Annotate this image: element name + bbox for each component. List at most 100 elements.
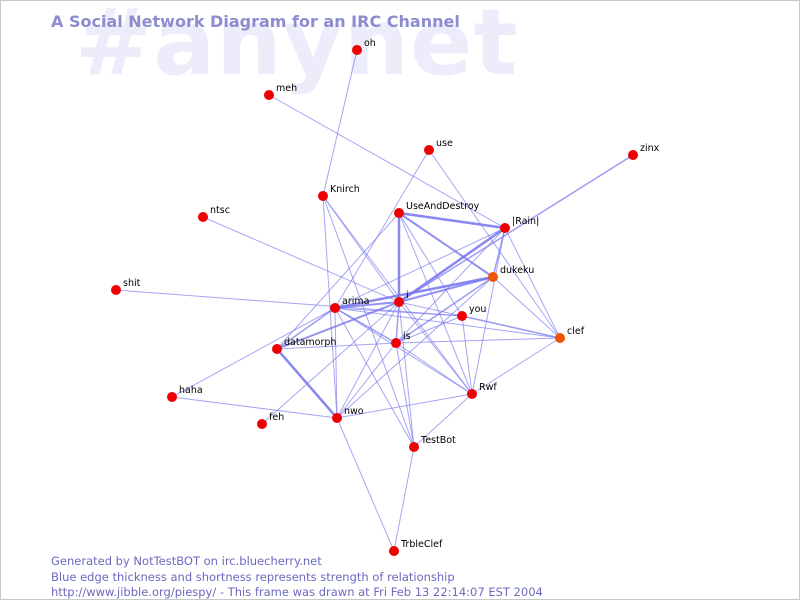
channel-watermark: #anynet [75, 0, 519, 96]
footer-legend-note: Blue edge thickness and shortness repres… [51, 570, 455, 584]
node-label-haha: haha [179, 385, 203, 396]
edge-dukeku-arima [334, 275, 494, 310]
node-label-rwf: Rwf [479, 382, 497, 393]
edge-dukeku-is [395, 276, 494, 344]
edge-testbot-rwf [413, 393, 473, 448]
node-rwf: Rwf [467, 382, 497, 399]
node-you: you [457, 304, 486, 321]
edge-rain-i [398, 226, 506, 304]
node-label-arima: arima [342, 296, 369, 307]
node-meh: meh [264, 83, 297, 100]
node-ntsc: ntsc [198, 205, 230, 222]
edge-rwf-clef [471, 337, 561, 395]
edge-shit-you [115, 289, 463, 317]
edge-you-clef [461, 315, 561, 339]
node-label-use: use [436, 138, 453, 149]
edge-is-clef [395, 337, 561, 344]
node-dot-knirch [318, 191, 328, 201]
node-rain: |Rain| [500, 216, 539, 233]
node-dot-feh [257, 419, 267, 429]
edge-useanddestroy-rwf [398, 212, 473, 395]
diagram-title: A Social Network Diagram for an IRC Chan… [51, 12, 460, 31]
node-dot-you [457, 311, 467, 321]
edge-i-testbot [398, 301, 415, 448]
node-label-useanddestroy: UseAndDestroy [406, 201, 480, 212]
node-dot-i [394, 297, 404, 307]
node-dot-dukeku [488, 272, 498, 282]
edge-i-is [395, 301, 400, 344]
edge-datamorph-nwo [276, 348, 338, 419]
edge-arima-i [334, 301, 400, 309]
node-dot-trbleclef [389, 546, 399, 556]
node-haha: haha [167, 385, 203, 402]
node-dot-zinx [628, 150, 638, 160]
node-dot-clef [555, 333, 565, 343]
node-label-you: you [469, 304, 486, 315]
node-zinx: zinx [628, 143, 660, 160]
node-trbleclef: TrbleClef [389, 539, 443, 556]
node-label-zinx: zinx [640, 143, 660, 154]
edge-i-feh [261, 301, 400, 425]
edge-arima-testbot [334, 307, 415, 448]
edge-i-rwf [398, 301, 473, 395]
footer-generated-by: Generated by NotTestBOT on irc.bluecherr… [51, 554, 322, 568]
edge-arima-rwf [334, 307, 473, 395]
node-knirch: Knirch [318, 184, 360, 201]
node-dot-useanddestroy [394, 208, 404, 218]
node-useanddestroy: UseAndDestroy [394, 201, 480, 218]
node-nwo: nwo [332, 406, 364, 423]
edge-rain-arima [334, 227, 506, 309]
edge-testbot-trbleclef [393, 446, 415, 552]
node-testbot: TestBot [409, 435, 456, 452]
node-label-shit: shit [123, 278, 141, 289]
edge-dukeku-clef [492, 276, 561, 339]
edge-use-arima [334, 149, 430, 309]
edge-useanddestroy-you [398, 212, 463, 317]
edge-dukeku-nwo [336, 276, 494, 419]
node-is: is [391, 331, 411, 348]
node-dot-rain [500, 223, 510, 233]
node-oh: oh [352, 38, 376, 55]
edge-rain-rwf [471, 227, 506, 395]
node-dot-testbot [409, 442, 419, 452]
node-label-dukeku: dukeku [500, 265, 534, 276]
edge-is-nwo [336, 342, 397, 419]
node-dot-rwf [467, 389, 477, 399]
edge-arima-haha [171, 307, 336, 398]
node-shit: shit [111, 278, 141, 295]
edge-use-clef [428, 149, 561, 339]
node-arima: arima [330, 296, 369, 313]
node-dot-ntsc [198, 212, 208, 222]
node-label-datamorph: datamorph [284, 337, 336, 348]
edge-useanddestroy-rain [398, 211, 506, 230]
node-datamorph: datamorph [272, 337, 336, 354]
node-i: i [394, 290, 409, 307]
edge-i-you [398, 301, 463, 317]
node-label-rain: |Rain| [512, 216, 539, 227]
node-dot-meh [264, 90, 274, 100]
node-clef: clef [555, 326, 585, 343]
node-dot-arima [330, 303, 340, 313]
node-label-i: i [406, 290, 409, 301]
edge-useanddestroy-datamorph [276, 212, 400, 350]
node-label-ntsc: ntsc [210, 205, 230, 216]
edge-is-rwf [395, 342, 473, 395]
edge-useanddestroy-dukeku [398, 212, 494, 278]
edge-you-is [395, 315, 463, 344]
edge-oh-knirch [322, 49, 358, 197]
edge-meh-rain [268, 94, 506, 229]
node-use: use [424, 138, 453, 155]
node-dot-oh [352, 45, 362, 55]
edge-ntsc-i [202, 216, 400, 303]
node-label-clef: clef [567, 326, 585, 337]
edge-i-nwo [336, 301, 400, 419]
node-label-trbleclef: TrbleClef [400, 539, 443, 550]
edge-arima-datamorph [276, 307, 336, 350]
edge-nwo-rwf [336, 393, 473, 419]
node-label-is: is [403, 331, 411, 342]
footer-url-timestamp: http://www.jibble.org/piespy/ - This fra… [51, 585, 543, 599]
edge-haha-nwo [171, 396, 338, 419]
